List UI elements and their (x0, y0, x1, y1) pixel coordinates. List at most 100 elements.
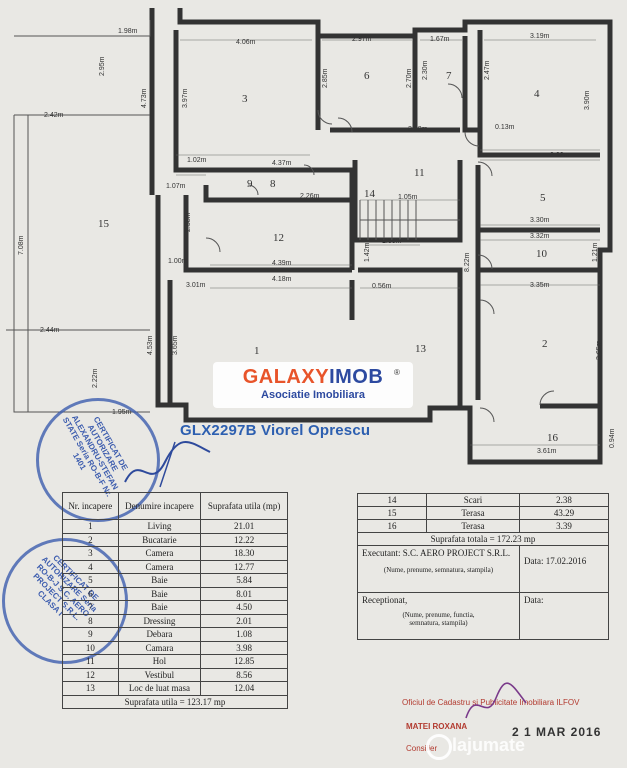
table-total-row: Suprafata totala = 172.23 mp (357, 532, 609, 546)
dimension: 4.18m (272, 276, 292, 283)
executant-cell: Executant: S.C. AERO PROJECT S.R.L. (Num… (357, 545, 520, 593)
cell-area: 12.04 (200, 681, 288, 696)
cell-number: 2 (62, 532, 119, 547)
cell-name: Debara (117, 627, 202, 642)
room-label-2: 2 (542, 338, 548, 350)
executant-row: Executant: S.C. AERO PROJECT S.R.L. (Num… (357, 545, 609, 593)
cell-name: Camera (117, 546, 202, 561)
total-useful-area: Suprafata utila = 123.17 mp (62, 694, 288, 709)
room-label-5: 5 (540, 192, 546, 204)
dimension: 2.70m (406, 68, 413, 88)
receptionat-note: (Nume, prenume, functia, semnatura, stam… (402, 611, 475, 627)
dimension: 4.73m (141, 88, 148, 108)
executant-date: Data: 17.02.2016 (519, 545, 609, 593)
cell-area: 2.01 (200, 613, 288, 628)
room-label-1: 1 (254, 345, 260, 357)
dimension: 3.35m (530, 282, 550, 289)
cell-name: Vestibul (117, 667, 202, 682)
room-label-14: 14 (364, 188, 375, 200)
room-label-9: 9 (247, 178, 253, 190)
room-label-3: 3 (242, 93, 248, 105)
dimension: 2.30m (422, 60, 429, 80)
room-label-11: 11 (414, 167, 425, 179)
dimension: 2.44m (40, 327, 60, 334)
cell-number: 4 (62, 559, 119, 574)
room-label-6: 6 (364, 70, 370, 82)
cell-area: 4.50 (200, 600, 288, 615)
cell-name: Living (117, 519, 202, 534)
listing-reference: GLX2297B Viorel Oprescu (180, 422, 371, 439)
table-header-row: Nr. incapere Denumire incapere Suprafata… (62, 492, 288, 520)
dimension: 2.85m (322, 68, 329, 88)
dimension: 1.07m (166, 183, 186, 190)
dimension: 3.65m (172, 335, 179, 355)
cell-number: 13 (62, 681, 119, 696)
cell-number: 5 (62, 573, 119, 588)
cell-area: 2.38 (519, 493, 609, 507)
cell-area: 1.08 (200, 627, 288, 642)
cell-name: Baie (117, 573, 202, 588)
dimension: 7.08m (18, 235, 25, 255)
cell-number: 14 (357, 493, 427, 507)
cell-area: 3.39 (519, 519, 609, 533)
cell-number: 9 (62, 627, 119, 642)
cell-number: 3 (62, 546, 119, 561)
dimension: 0.94m (609, 428, 616, 448)
cell-area: 21.01 (200, 519, 288, 534)
room-label-10: 10 (536, 248, 547, 260)
cell-area: 12.22 (200, 532, 288, 547)
cell-number: 1 (62, 519, 119, 534)
receptionat-label: Receptionat, (362, 595, 408, 605)
cell-number: 10 (62, 640, 119, 655)
dimension: 3.30m (408, 126, 428, 133)
executant-label: Executant: S.C. AERO PROJECT S.R.L. (362, 548, 511, 558)
cadastre-office-stamp: Oficiul de Cadastru si Publicitate Imobi… (402, 698, 580, 707)
total-area: Suprafata totala = 172.23 mp (357, 532, 609, 546)
dimension: 4.06m (236, 39, 256, 46)
table-total-row: Suprafata utila = 123.17 mp (62, 694, 288, 709)
receptionat-cell: Receptionat, (Nume, prenume, functia, se… (357, 592, 520, 640)
room-label-4: 4 (534, 88, 540, 100)
cell-area: 43.29 (519, 506, 609, 520)
dimension: 1.05m (398, 194, 418, 201)
rooms-area-table: Nr. incapere Denumire incapere Suprafata… (62, 492, 288, 709)
cell-number: 7 (62, 600, 119, 615)
room-label-16: 16 (547, 432, 558, 444)
cell-number: 11 (62, 654, 119, 669)
dimension: 0.56m (372, 283, 392, 290)
dimension: 1.85m (382, 238, 402, 245)
cell-name: Baie (117, 600, 202, 615)
dimension: 2.95m (99, 56, 106, 76)
cell-name: Loc de luat masa (117, 681, 202, 696)
dimension: 2.47m (484, 60, 491, 80)
dimension: 1.42m (364, 242, 371, 262)
receptionat-row: Receptionat, (Nume, prenume, functia, se… (357, 592, 609, 640)
dimension: 3.90m (584, 90, 591, 110)
cell-area: 8.56 (200, 667, 288, 682)
dimension: 1.21m (592, 242, 599, 262)
cell-name: Bucatarie (117, 532, 202, 547)
cell-area: 12.85 (200, 654, 288, 669)
cell-name: Dressing (117, 613, 202, 628)
dimension: 0.13m (495, 124, 515, 131)
lajumate-logo-icon (426, 734, 452, 760)
dimension: 3.01m (186, 282, 206, 289)
cell-number: 15 (357, 506, 427, 520)
dimension: 2.22m (92, 368, 99, 388)
dimension: 3.61m (537, 448, 557, 455)
dimension: 1.00m (168, 258, 188, 265)
dimension: 2.97m (352, 36, 372, 43)
dimension: 2.58m (185, 212, 192, 232)
